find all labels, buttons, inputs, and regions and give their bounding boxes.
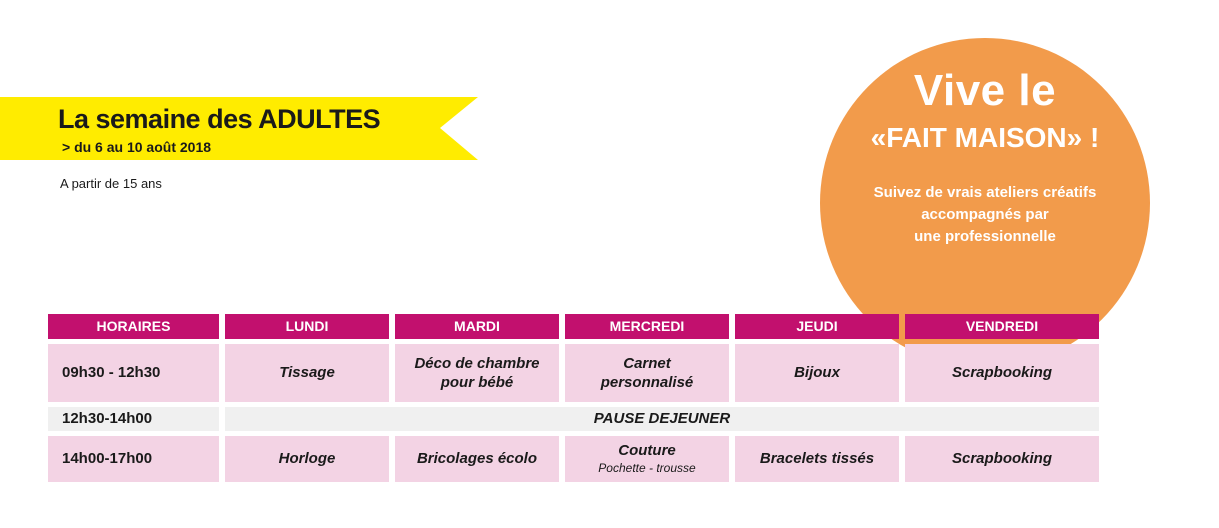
header-vendredi: VENDREDI: [905, 314, 1099, 339]
header-lundi: LUNDI: [225, 314, 389, 339]
activity-label-line-2: pour bébé: [440, 374, 514, 391]
title-ribbon: [0, 97, 480, 161]
activity-label-line-2: personnalisé: [600, 374, 694, 391]
age-requirement: A partir de 15 ans: [60, 176, 162, 191]
date-range: > du 6 au 10 août 2018: [62, 139, 212, 155]
header-jeudi: JEUDI: [735, 314, 899, 339]
activity-lundi-morning: Tissage: [225, 344, 389, 402]
promo-circle: Vive le «FAIT MAISON» ! Suivez de vrais …: [820, 38, 1150, 368]
activity-label: Bracelets tissés: [759, 450, 875, 468]
activity-label-line-1: Carnet: [623, 354, 671, 372]
time-lunch: 12h30-14h00: [48, 407, 219, 431]
activity-label: Bricolages écolo: [416, 450, 538, 468]
promo-text-line-1: Suivez de vrais ateliers créatifs: [873, 184, 1097, 201]
header-horaires: HORAIRES: [48, 314, 219, 339]
activity-label: Bijoux: [794, 364, 840, 382]
page-title: La semaine des ADULTES: [58, 104, 381, 134]
activity-mardi-morning: Déco de chambre pour bébé: [395, 344, 559, 402]
activity-lundi-afternoon: Horloge: [225, 436, 389, 482]
promo-text-line-3: une professionnelle: [914, 228, 1056, 245]
activity-label: Horloge: [278, 450, 336, 468]
lunch-break: PAUSE DEJEUNER: [225, 407, 1099, 431]
activity-label: Scrapbooking: [951, 450, 1052, 468]
activity-jeudi-afternoon: Bracelets tissés: [735, 436, 899, 482]
activity-jeudi-morning: Bijoux: [735, 344, 899, 402]
promo-subheadline: «FAIT MAISON» !: [870, 122, 1100, 153]
ribbon-shape: [0, 97, 478, 160]
promo-text-line-2: accompagnés par: [921, 206, 1049, 223]
header-mardi: MARDI: [395, 314, 559, 339]
activity-label-line-1: Déco de chambre: [414, 354, 540, 372]
activity-label: Scrapbooking: [951, 364, 1052, 382]
activity-sublabel: Pochette - trousse: [598, 460, 696, 475]
time-afternoon: 14h00-17h00: [48, 436, 219, 482]
lunch-label: PAUSE DEJEUNER: [593, 410, 731, 428]
activity-mercredi-afternoon: Couture Pochette - trousse: [565, 436, 729, 482]
header-mercredi: MERCREDI: [565, 314, 729, 339]
activity-mardi-afternoon: Bricolages écolo: [395, 436, 559, 482]
activity-label: Tissage: [279, 364, 335, 382]
schedule-table: HORAIRES LUNDI MARDI MERCREDI JEUDI VEND…: [48, 314, 1100, 482]
promo-headline: Vive le: [913, 66, 1057, 115]
time-morning: 09h30 - 12h30: [48, 344, 219, 402]
activity-mercredi-morning: Carnet personnalisé: [565, 344, 729, 402]
activity-label: Couture: [618, 442, 676, 460]
activity-vendredi-morning: Scrapbooking: [905, 344, 1099, 402]
activity-vendredi-afternoon: Scrapbooking: [905, 436, 1099, 482]
